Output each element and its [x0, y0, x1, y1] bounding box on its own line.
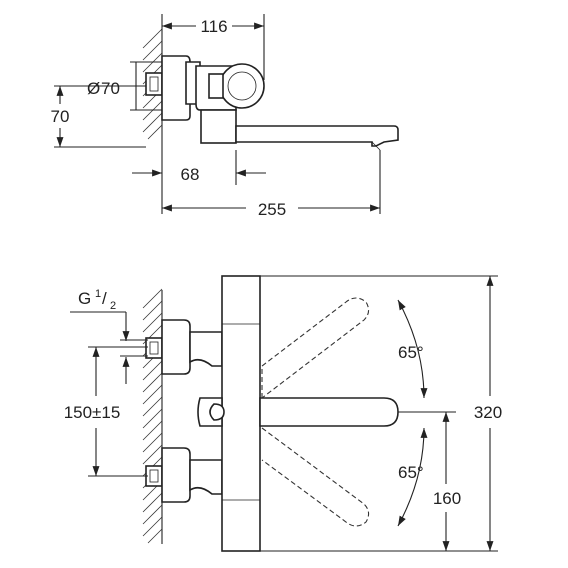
side-view: 116 Ø 70 70 68 255 — [51, 14, 399, 219]
spout-side — [235, 125, 399, 147]
dim-68: 68 — [181, 165, 200, 184]
inlet-stub-top — [145, 72, 163, 96]
dim-dia-symbol: Ø — [87, 79, 100, 98]
thread-main: G — [78, 289, 91, 308]
angle-bottom: 65° — [398, 463, 424, 482]
thread-label: G 1 / 2 — [78, 288, 116, 312]
handle-knob-side — [219, 63, 265, 109]
spout-base-side — [200, 109, 237, 144]
angle-arc-bottom — [397, 427, 428, 527]
wall-hatch-bottom — [142, 288, 163, 544]
mixer-body-front — [221, 275, 261, 552]
thread-num: 1 — [95, 288, 101, 300]
inlet-stub-upper — [145, 337, 163, 359]
front-view: 65° 65° G 1 / 2 150±15 320 160 — [64, 275, 502, 552]
inlet-stub-lower — [145, 465, 163, 487]
spout-front — [259, 397, 399, 427]
dim-116: 116 — [200, 17, 227, 36]
flange-upper — [161, 319, 191, 375]
dim-70: 70 — [51, 107, 70, 126]
dim-dia-70: 70 — [101, 79, 120, 98]
body-flange-side — [161, 55, 191, 121]
svg-text:/: / — [102, 289, 107, 308]
flange-lower — [161, 447, 191, 503]
thread-den: 2 — [110, 300, 116, 312]
dim-255: 255 — [258, 200, 286, 219]
swivel-range — [261, 297, 370, 527]
dim-320: 320 — [474, 403, 502, 422]
dim-150-15: 150±15 — [64, 403, 121, 422]
angle-top: 65° — [398, 343, 424, 362]
dim-160: 160 — [433, 489, 461, 508]
angle-arc-top — [397, 299, 428, 399]
